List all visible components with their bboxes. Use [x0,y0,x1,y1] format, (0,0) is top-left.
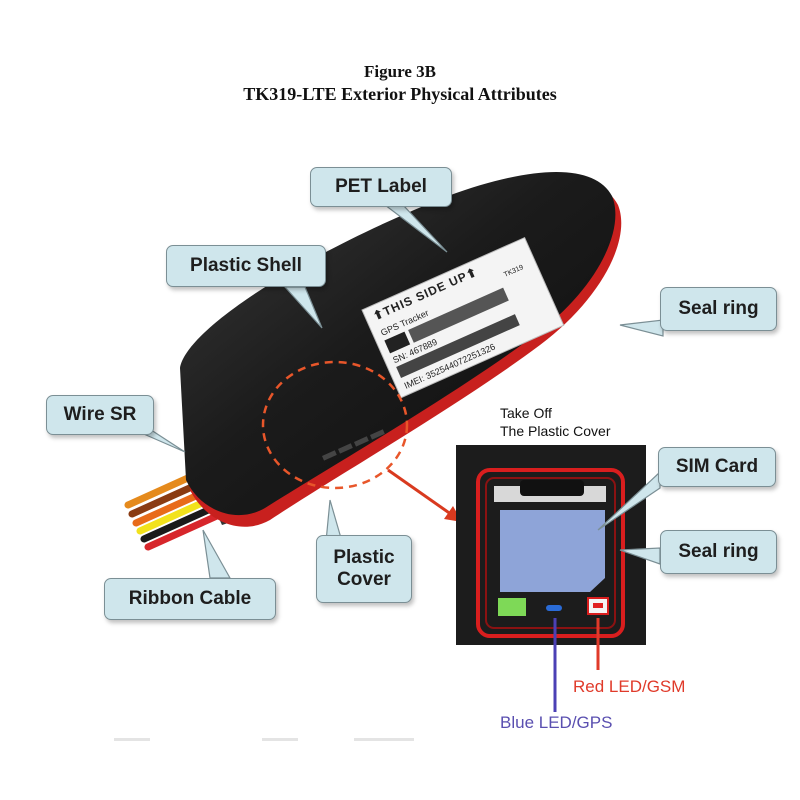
blue-led [546,605,562,611]
figure-title: TK319-LTE Exterior Physical Attributes [243,84,557,104]
callout-seal-ring: Seal ring [660,287,777,331]
inset-heading-line1: Take Off [500,405,552,421]
red-led [593,603,603,608]
ground-shadow [114,738,414,741]
blue-led-label: Blue LED/GPS [500,713,613,732]
callout-wire-sr: Wire SR [46,395,154,435]
plastic-cover-outline [261,360,409,490]
callout-ribbon-cable: Ribbon Cable [104,578,276,620]
plastic-cover-line2: Cover [337,569,391,590]
cover-to-inset-arrow [387,468,462,522]
callout-plastic-cover: Plastic Cover [316,535,412,603]
red-led-label: Red LED/GSM [573,677,686,696]
callout-pet-label: PET Label [310,167,452,207]
cover-grip-ridges [321,429,385,461]
callout-plastic-shell: Plastic Shell [166,245,326,287]
figure-number: Figure 3B [364,62,436,81]
inset-panel [456,445,646,645]
callout-seal-ring-inset: Seal ring [660,530,777,574]
green-led-window [498,598,526,616]
plastic-cover-line1: Plastic [333,547,395,568]
inset-heading-line2: The Plastic Cover [500,423,611,439]
callout-sim-card: SIM Card [658,447,776,487]
sim-card [500,510,605,592]
inset-heading: Take Off The Plastic Cover [500,404,610,440]
